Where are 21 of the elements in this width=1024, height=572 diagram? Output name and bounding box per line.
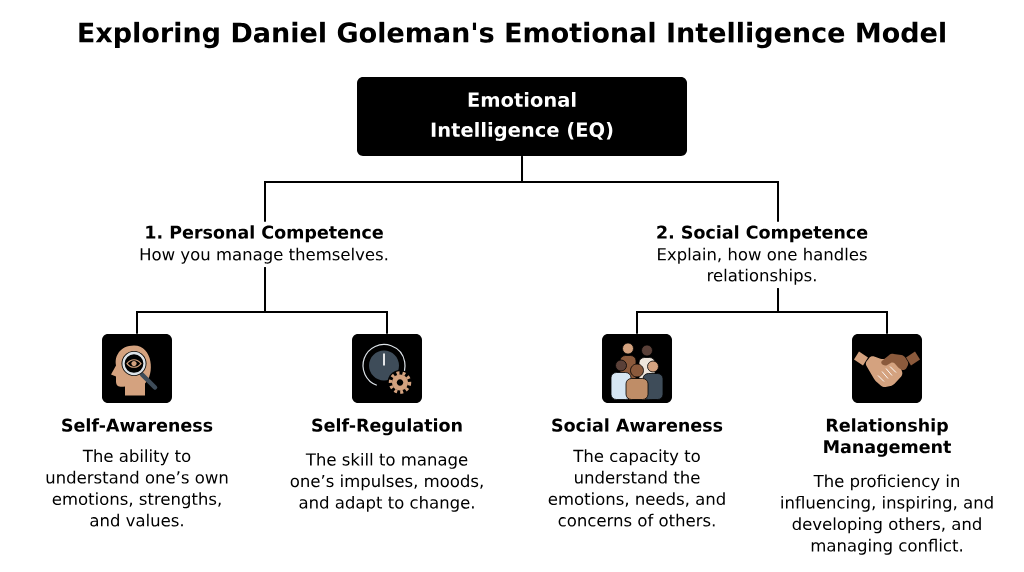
connector-line	[777, 287, 888, 335]
connector-line	[264, 266, 388, 335]
item-heading: Relationship Management	[824, 418, 951, 457]
people-group-icon	[602, 334, 672, 403]
dial-gear-icon	[352, 334, 422, 403]
item-heading: Self-Awareness	[62, 418, 213, 432]
item-description: The capacity to understand the emotions, needs, and concerns of others.	[548, 449, 725, 527]
title: Exploring Daniel Goleman's Emotional Intelligence Model	[79, 21, 945, 49]
item-description: The ability to understand one’s own emotions, strengths, and values.	[46, 449, 228, 527]
head-magnifier-icon	[102, 334, 172, 403]
item-description: The skill to manage one’s impulses, moods, and adapt to change.	[290, 452, 483, 512]
item-heading: Self-Regulation	[312, 418, 462, 436]
heading-box: Emotional Intelligence (EQ)	[357, 77, 687, 156]
connector-line	[521, 155, 779, 223]
section-description: Explain, how one handles relationships.	[658, 247, 867, 285]
section-description: How you manage themselves.	[140, 247, 388, 264]
item-description: The proficiency in influencing, inspiring, and developing others, and managing conflict.	[781, 474, 993, 555]
handshake-icon	[852, 334, 922, 403]
section-heading: 1. Personal Competence	[146, 225, 383, 243]
section-heading: 2. Social Competence	[657, 225, 868, 243]
item-heading: Social Awareness	[552, 418, 723, 432]
